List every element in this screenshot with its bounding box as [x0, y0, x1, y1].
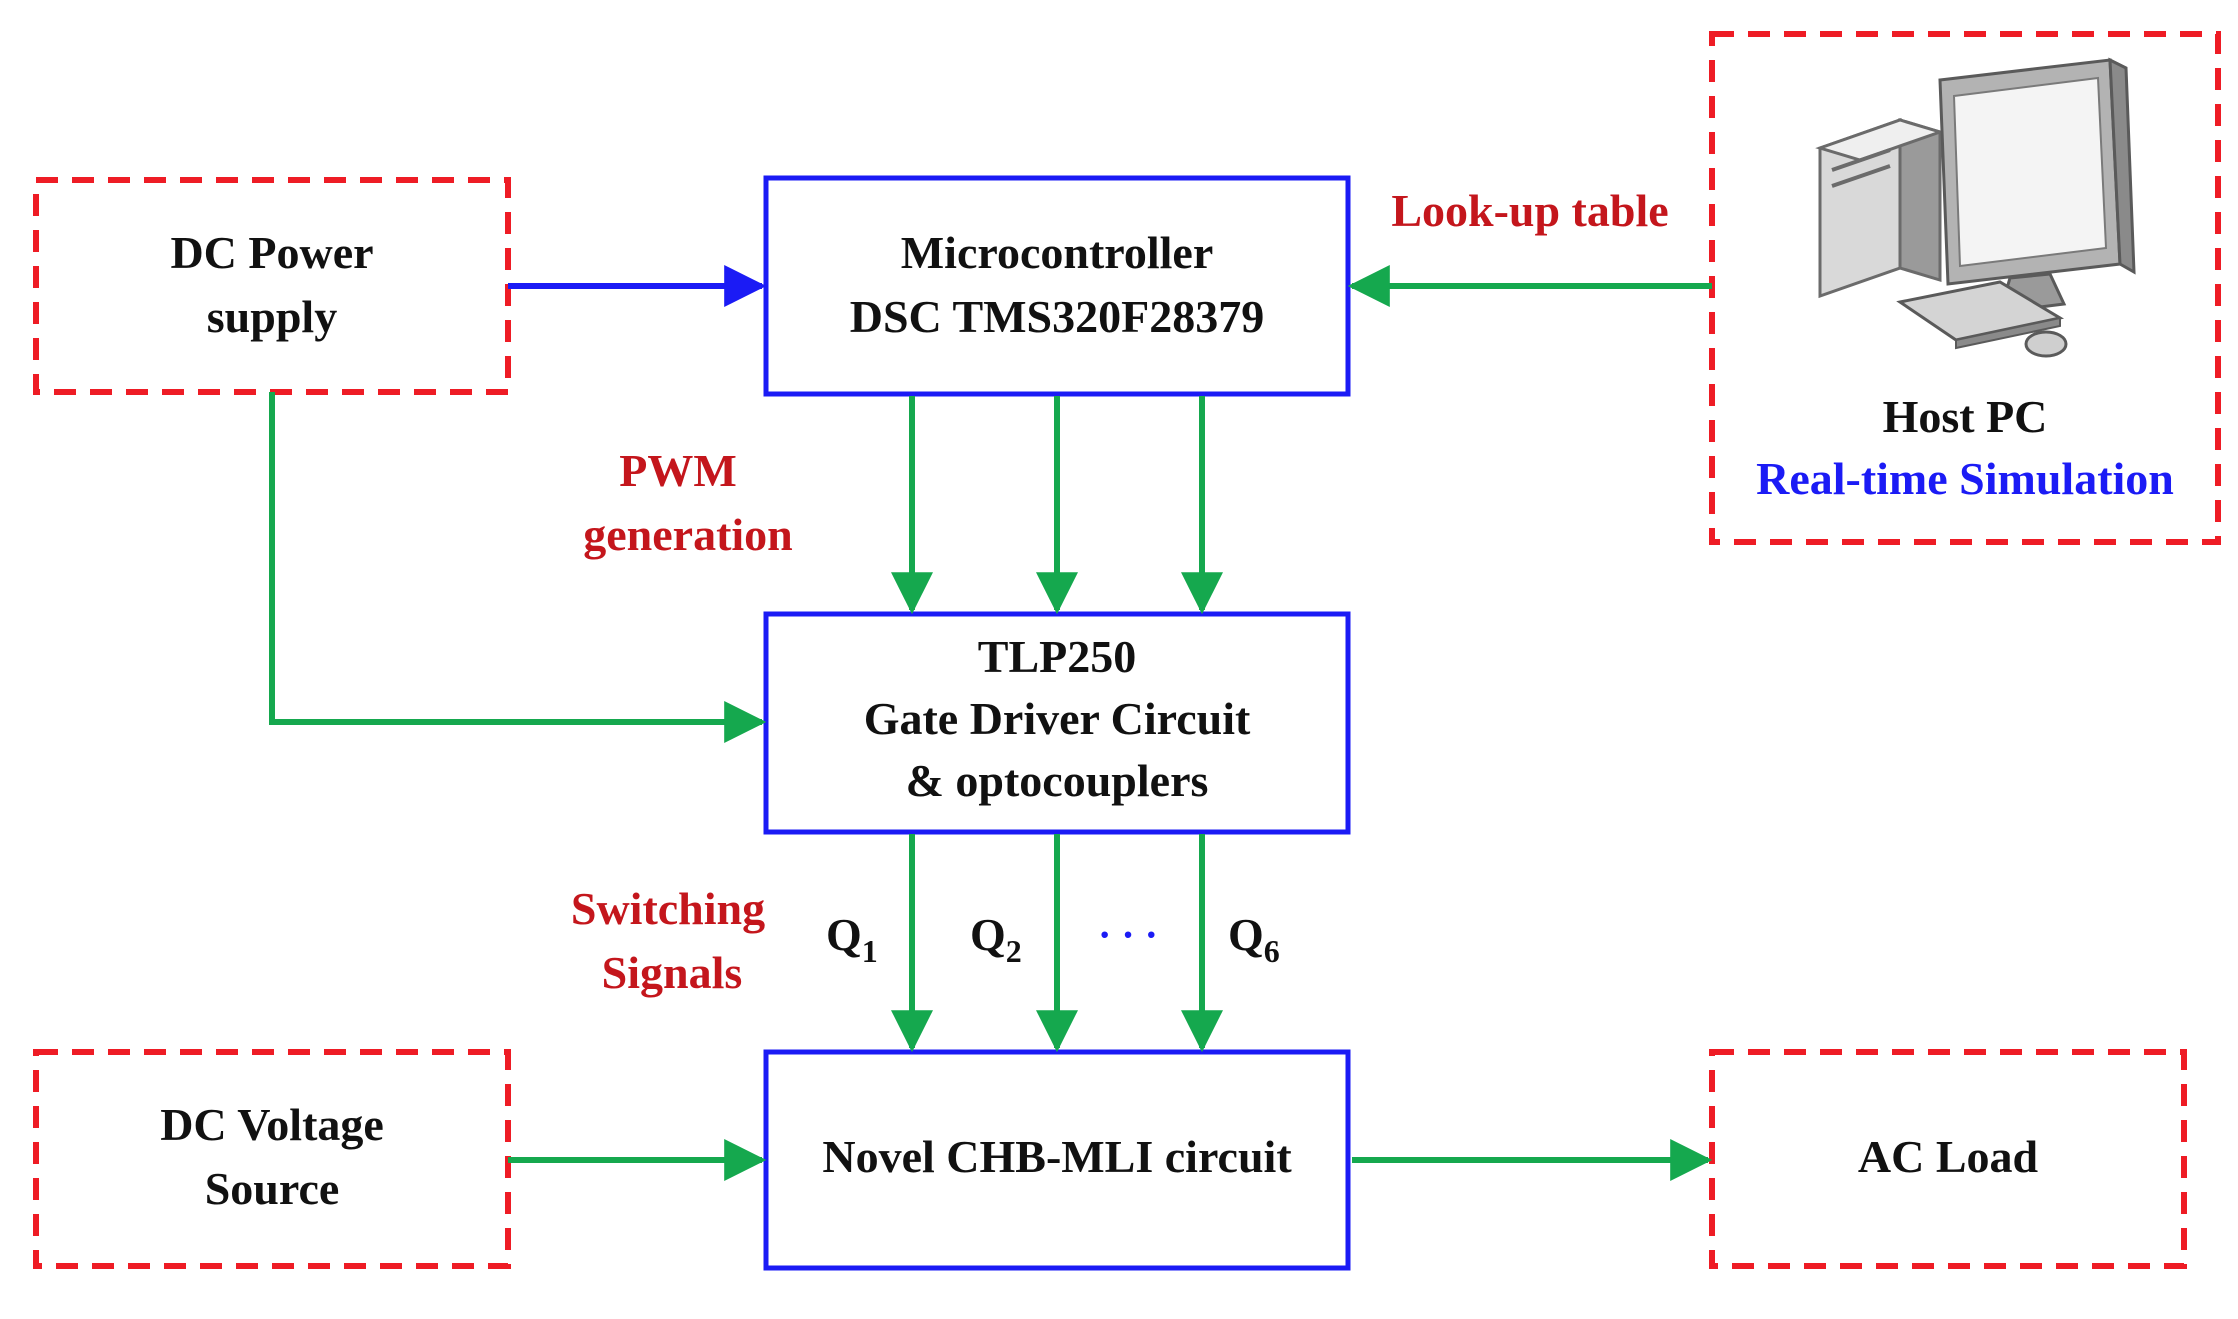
chb-mli-circuit-block: Novel CHB-MLI circuit [763, 1049, 1351, 1271]
gate-driver-label-line3: & optocouplers [906, 755, 1209, 806]
dc-power-supply-block: DC Power supply [33, 177, 511, 395]
ellipsis-label: · · · [1098, 912, 1158, 957]
real-time-simulation-label: Real-time Simulation [1756, 453, 2174, 504]
dc-voltage-label-line2: Source [205, 1163, 340, 1214]
ac-load-block: AC Load [1709, 1049, 2187, 1269]
host-pc-label: Host PC [1883, 391, 2048, 442]
q2-label: Q2 [970, 909, 1022, 969]
ac-load-label: AC Load [1858, 1131, 2039, 1182]
q1-label: Q1 [826, 909, 878, 969]
computer-icon [1815, 57, 2136, 358]
dc-voltage-label-line1: DC Voltage [160, 1099, 384, 1150]
gate-driver-label-line2: Gate Driver Circuit [864, 693, 1251, 744]
dc-power-label-line2: supply [207, 291, 337, 342]
switching-label-line2: Signals [602, 947, 743, 998]
connector-arrows [269, 265, 1713, 1181]
dc-voltage-source-block: DC Voltage Source [33, 1049, 511, 1269]
microcontroller-label-line1: Microcontroller [901, 227, 1214, 278]
pwm-label-line2: generation [583, 509, 793, 560]
chb-mli-label: Novel CHB-MLI circuit [822, 1131, 1292, 1182]
q6-label: Q6 [1228, 909, 1280, 969]
pwm-label-line1: PWM [619, 445, 737, 496]
dc-power-label-line1: DC Power [170, 227, 373, 278]
microcontroller-block: Microcontroller DSC TMS320F28379 [763, 175, 1351, 397]
switching-label-line1: Switching [571, 883, 765, 934]
lookup-table-label: Look-up table [1391, 185, 1668, 236]
gate-driver-block: TLP250 Gate Driver Circuit & optocoupler… [763, 611, 1351, 835]
gate-driver-label-line1: TLP250 [978, 631, 1136, 682]
host-pc-block: Host PC Real-time Simulation [1709, 31, 2221, 545]
arrow-power-to-gate-driver [269, 392, 767, 743]
microcontroller-label-line2: DSC TMS320F28379 [850, 291, 1264, 342]
